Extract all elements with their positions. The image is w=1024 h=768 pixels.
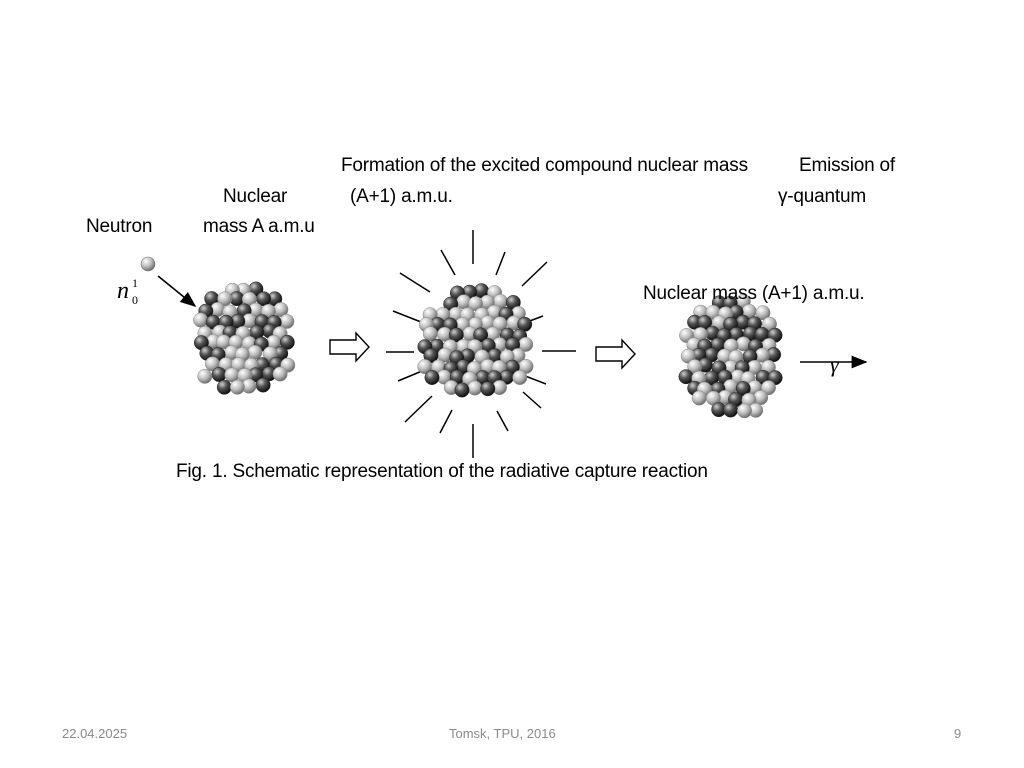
footer-center: Tomsk, TPU, 2016 [449, 726, 556, 741]
compound-nucleus [417, 283, 534, 398]
neutron-sphere [480, 381, 496, 397]
proton-sphere [691, 390, 707, 406]
nuclear-mass-a1-label: Nuclear mass (A+1) a.m.u. [643, 283, 865, 304]
proton-sphere [197, 368, 213, 384]
target-nucleus [193, 281, 296, 395]
proton-sphere [272, 366, 288, 382]
a-plus-one-label: (A+1) a.m.u. [350, 186, 453, 207]
block-arrow-2 [595, 338, 636, 370]
neutron-sphere [424, 370, 440, 385]
gamma-quantum-label: γ-quantum [778, 186, 866, 207]
excitation-rays [386, 230, 576, 458]
proton-sphere [512, 370, 528, 385]
proton-sphere [755, 305, 771, 321]
nuclear-label: Nuclear [223, 186, 288, 207]
figure-caption: Fig. 1. Schematic representation of the … [176, 461, 708, 482]
proton-sphere [422, 326, 438, 342]
proton-sphere [229, 379, 245, 395]
proton-sphere [761, 380, 776, 396]
page-number: 9 [954, 726, 962, 741]
neutron-label: Neutron [86, 216, 153, 237]
proton-sphere [247, 344, 263, 360]
neutron-arrow [157, 275, 197, 308]
proton-sphere [193, 312, 209, 328]
neutron-symbol: n 1 0 [117, 276, 138, 307]
footer-date: 22.04.2025 [62, 726, 128, 741]
neutron-sphere [723, 402, 739, 418]
neutron-sphere [255, 377, 271, 393]
neutron-sphere [678, 369, 694, 385]
neutron-sphere [279, 334, 295, 350]
neutron-sphere [448, 327, 464, 343]
proton-sphere [467, 380, 483, 396]
neutron-particle [140, 256, 156, 272]
neutron-sphere [211, 367, 227, 382]
proton-sphere [217, 291, 233, 307]
emission-label: Emission of [799, 155, 896, 176]
neutron-sphere [216, 379, 232, 395]
proton-sphere [737, 403, 752, 419]
mass-a-label: mass A a.m.u [203, 216, 315, 237]
product-nucleus [678, 293, 783, 419]
neutron-sphere [454, 382, 470, 398]
gamma-symbol: γ [830, 352, 839, 377]
formation-label: Formation of the excited compound nuclea… [341, 155, 748, 176]
block-arrow-1 [329, 331, 370, 363]
